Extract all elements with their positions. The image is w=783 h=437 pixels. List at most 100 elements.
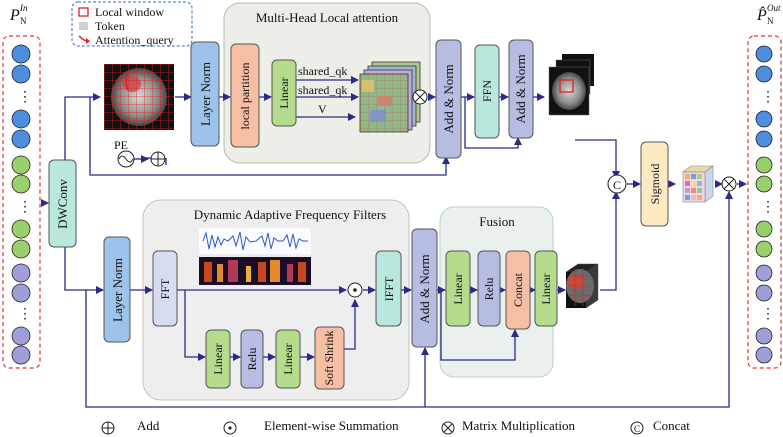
daff-linear-1-block bbox=[205, 329, 231, 389]
token-green bbox=[11, 174, 31, 194]
bottom-add-norm-block bbox=[411, 228, 438, 348]
svg-text:⋮: ⋮ bbox=[18, 200, 32, 215]
brain-grid-image bbox=[104, 64, 174, 130]
token-lavender bbox=[11, 326, 31, 346]
soft-shrink-label: Soft Shrink bbox=[322, 330, 336, 385]
fusion-linear-1-block bbox=[445, 250, 471, 327]
fusion-linear-1-label: Linear bbox=[451, 273, 465, 304]
fusion-linear-2-label: Linear bbox=[539, 273, 553, 304]
token-blue bbox=[755, 110, 773, 128]
token-lavender bbox=[755, 327, 773, 345]
mhla-title: Multi-Head Local attention bbox=[256, 10, 399, 25]
brain-cube-image bbox=[565, 263, 599, 309]
shared-qk-label-2: shared_qk bbox=[298, 83, 347, 97]
svg-text:P̂: P̂ bbox=[756, 5, 767, 24]
token-lavender bbox=[755, 284, 773, 302]
fft-label: FFT bbox=[158, 278, 172, 299]
token-blue bbox=[755, 130, 773, 148]
output-label: P̂ N Out bbox=[756, 3, 781, 26]
fusion-concat-block bbox=[505, 250, 531, 330]
svg-text:⋮: ⋮ bbox=[761, 90, 775, 105]
token-blue bbox=[11, 64, 31, 84]
ffn-block bbox=[474, 44, 500, 139]
svg-text:⋮: ⋮ bbox=[761, 307, 775, 322]
shared-qk-label-1: shared_qk bbox=[298, 64, 347, 78]
connection-lines bbox=[41, 76, 747, 408]
fusion-relu-label: Relu bbox=[482, 278, 496, 301]
token-blue bbox=[755, 65, 773, 83]
bottom-legend-matmul: Matrix Multiplication bbox=[462, 418, 576, 433]
add-op-icon bbox=[150, 151, 166, 167]
bottom-legend-concat: Concat bbox=[653, 418, 690, 433]
token-blue bbox=[11, 109, 31, 129]
top-add-norm-1-label: Add & Norm bbox=[441, 64, 456, 133]
token-blue bbox=[11, 44, 31, 64]
input-label: P N In bbox=[9, 3, 28, 26]
token-lavender bbox=[11, 345, 31, 365]
top-linear-label: Linear bbox=[277, 77, 291, 108]
token-lavender bbox=[11, 283, 31, 303]
top-layer-norm-block bbox=[190, 41, 220, 147]
sine-wave-icon bbox=[117, 150, 135, 168]
svg-text:C: C bbox=[613, 178, 621, 192]
token-lavender bbox=[755, 264, 773, 282]
fusion-concat-label: Concat bbox=[511, 272, 525, 307]
fusion-linear-2-block bbox=[534, 250, 558, 327]
top-add-norm-2-block bbox=[508, 39, 534, 139]
svg-text:⋮: ⋮ bbox=[18, 307, 32, 322]
token-green bbox=[755, 175, 773, 193]
bottom-layer-norm-block bbox=[103, 236, 131, 343]
attention-map-stack bbox=[359, 61, 421, 133]
output-token-column bbox=[747, 35, 782, 369]
token-lavender bbox=[755, 346, 773, 364]
local-window-swatch bbox=[78, 7, 89, 17]
daff-relu-label: Relu bbox=[245, 348, 259, 371]
dwconv-label: DWConv bbox=[55, 179, 70, 229]
daff-linear-1-label: Linear bbox=[211, 343, 225, 374]
svg-text:N: N bbox=[767, 16, 774, 26]
pe-label: PE bbox=[114, 138, 128, 152]
top-add-norm-1-block bbox=[435, 39, 462, 159]
bottom-legend-add-icon bbox=[101, 421, 115, 435]
top-layer-norm-label: Layer Norm bbox=[198, 62, 213, 126]
v-label: V bbox=[318, 102, 327, 116]
top-linear-block bbox=[271, 59, 297, 127]
svg-text:C: C bbox=[634, 424, 640, 434]
token-blue bbox=[755, 45, 773, 63]
token-green bbox=[755, 156, 773, 174]
local-partition-block bbox=[230, 43, 260, 148]
token-lavender bbox=[11, 263, 31, 283]
local-partition-label: local partition bbox=[238, 63, 252, 130]
legend-attention-query: Attention_query bbox=[95, 33, 174, 47]
input-tokens: ⋮ ⋮ ⋮ bbox=[11, 44, 32, 365]
ffn-label: FFN bbox=[480, 80, 494, 102]
daff-linear-2-label: Linear bbox=[281, 343, 295, 374]
element-wise-op-icon bbox=[347, 282, 363, 298]
token-blue bbox=[11, 129, 31, 149]
bottom-legend-add: Add bbox=[137, 418, 160, 433]
token-green bbox=[755, 220, 773, 238]
fft-block bbox=[152, 250, 178, 327]
weight-cube-image bbox=[682, 165, 714, 203]
legend-token: Token bbox=[95, 19, 125, 33]
svg-text:N: N bbox=[20, 16, 27, 26]
ifft-label: IFFT bbox=[382, 276, 396, 301]
dwconv-block bbox=[48, 159, 77, 248]
bottom-layer-norm-label: Layer Norm bbox=[110, 258, 125, 322]
svg-text:⋮: ⋮ bbox=[761, 200, 775, 215]
bottom-legend-matmul-icon bbox=[441, 421, 455, 435]
token-green bbox=[11, 219, 31, 239]
svg-text:Out: Out bbox=[767, 3, 781, 13]
ifft-block bbox=[375, 250, 402, 327]
fusion-title: Fusion bbox=[479, 214, 515, 229]
svg-text:⋮: ⋮ bbox=[18, 90, 32, 105]
concat-op-icon: C bbox=[607, 174, 627, 194]
daff-linear-2-block bbox=[275, 329, 301, 389]
fusion-relu-block bbox=[477, 250, 501, 327]
token-swatch bbox=[79, 22, 88, 30]
daff-relu-block bbox=[240, 329, 264, 389]
bottom-legend-concat-icon: C bbox=[630, 421, 644, 435]
token-green bbox=[11, 239, 31, 259]
stacked-brain-output-image bbox=[548, 54, 594, 116]
